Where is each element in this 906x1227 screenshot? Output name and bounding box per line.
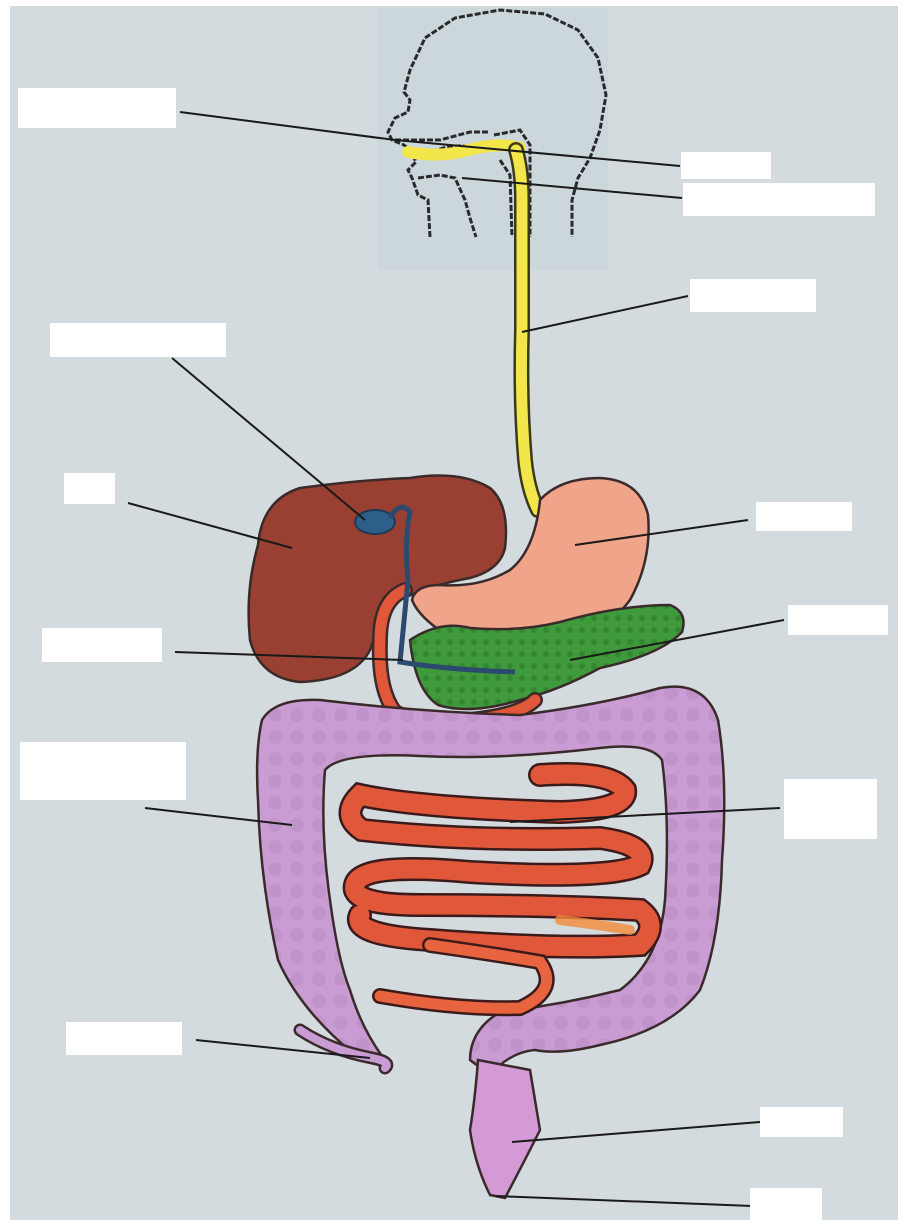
label-box-rectum bbox=[760, 1107, 843, 1137]
label-box-pancreas bbox=[788, 605, 888, 635]
label-box-large-intestine bbox=[20, 742, 186, 800]
label-box-stomach bbox=[756, 502, 852, 531]
label-box-anus bbox=[750, 1188, 822, 1220]
label-box-gallbladder bbox=[50, 323, 226, 357]
label-box-small-intestine bbox=[784, 779, 877, 839]
gallbladder bbox=[355, 510, 395, 534]
label-box-liver bbox=[64, 473, 115, 504]
label-box-esophagus bbox=[690, 279, 816, 312]
label-box-bile-duct bbox=[42, 628, 162, 662]
label-box-mouth bbox=[18, 88, 176, 128]
label-box-tongue bbox=[681, 152, 771, 179]
label-box-salivary-glands bbox=[683, 183, 875, 216]
label-box-appendix bbox=[66, 1022, 182, 1055]
